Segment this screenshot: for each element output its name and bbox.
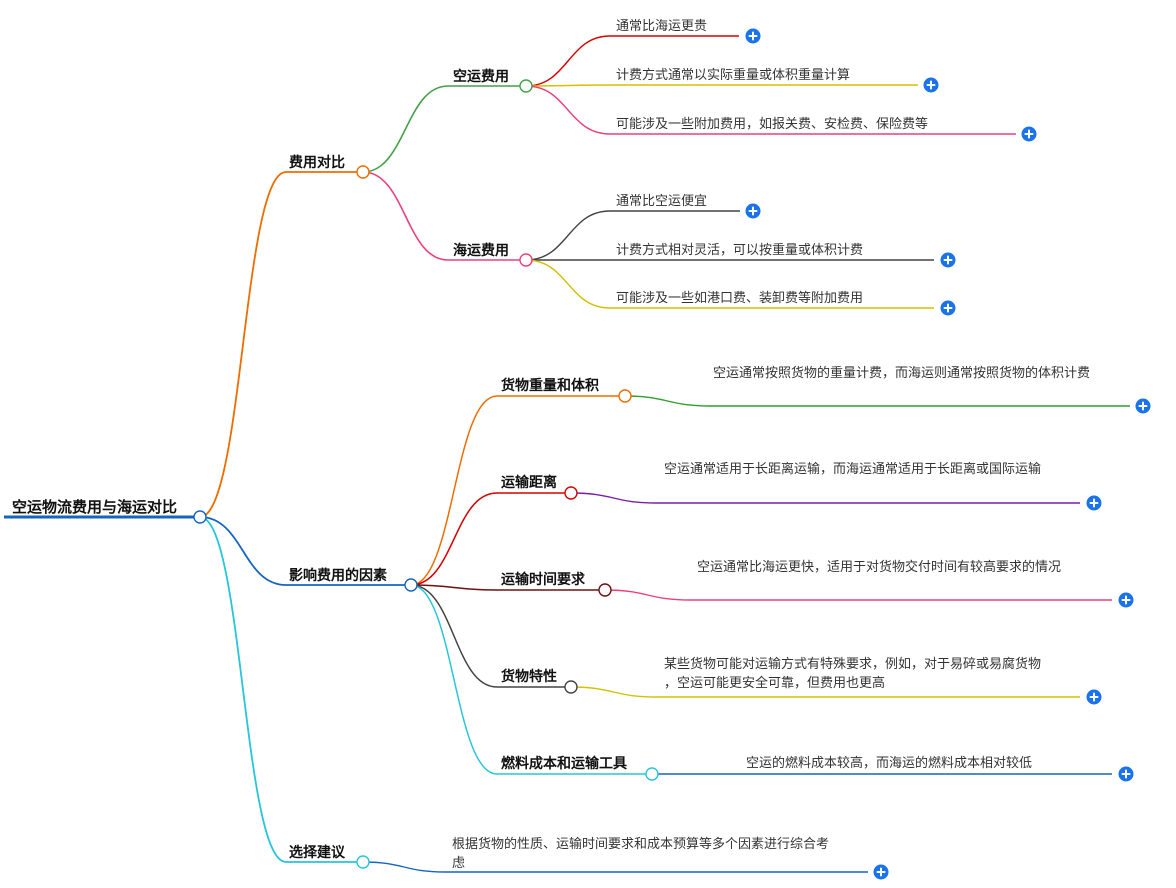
leaf-sea-1: 通常比空运便宜 [616,194,707,209]
node-factor-1: 货物重量和体积 [500,377,599,394]
root-dot[interactable] [193,510,207,524]
node-factor-5: 燃料成本和运输工具 [501,755,627,772]
edge-sea-leaf [525,259,611,309]
edge-factor [410,492,498,586]
collapse-dot[interactable] [598,583,612,597]
node-air-cost: 空运费用 [453,68,509,85]
edge-air-leaf [525,85,611,135]
expand-button[interactable] [1086,689,1102,705]
branch-advice: 选择建议 [289,844,346,861]
edge-factor-leaf [604,589,691,601]
branch-factors: 影响费用的因素 [289,567,387,584]
root-title: 空运物流费用与海运对比 [12,498,177,516]
edge-factor [410,584,498,775]
node-sea-cost: 海运费用 [453,242,509,259]
leaf-air-3: 可能涉及一些附加费用，如报关费、安检费、保险费等 [616,116,928,132]
edge-air-leaf [525,35,611,87]
collapse-dot[interactable] [404,578,418,592]
leaf-air-2: 计费方式通常以实际重量或体积重量计算 [616,67,850,83]
edge-sea-leaf [525,210,611,261]
edge-cost-air [362,85,449,173]
node-factor-3: 运输时间要求 [501,571,586,588]
collapse-dot[interactable] [356,855,370,869]
edge-factor-leaf [570,492,657,504]
expand-button[interactable] [1118,592,1134,608]
expand-button[interactable] [1086,495,1102,511]
leaf-advice-1: 根据货物的性质、运输时间要求和成本预算等多个因素进行综合考虑 [452,836,829,871]
expand-button[interactable] [873,864,889,880]
edge-advice-leaf [362,861,446,873]
leaf-factor-5: 空运的燃料成本较高，而海运的燃料成本相对较低 [746,755,1032,771]
leaf-sea-2: 计费方式相对灵活，可以按重量或体积计费 [616,242,863,258]
leaf-factor-3: 空运通常比海运更快，适用于对货物交付时间有较高要求的情况 [697,559,1061,575]
edge-factor [410,584,498,591]
expand-button[interactable] [1021,126,1037,142]
collapse-dot[interactable] [618,389,632,403]
collapse-dot[interactable] [564,680,578,694]
node-factor-4: 货物特性 [500,668,557,685]
collapse-dot[interactable] [645,767,659,781]
collapse-dot[interactable] [564,486,578,500]
expand-button[interactable] [940,300,956,316]
edge-factor [410,584,498,688]
edge-factor-leaf [624,395,711,407]
leaf-air-1: 通常比海运更贵 [616,19,707,34]
leaf-factor-2: 空运通常适用于长距离运输，而海运通常适用于长距离或国际运输 [664,461,1041,477]
expand-button[interactable] [923,77,939,93]
expand-button[interactable] [1135,398,1151,414]
edge-factor-leaf [570,686,657,698]
node-dots [193,79,659,869]
expand-button[interactable] [745,203,761,219]
expand-buttons [745,28,1151,880]
collapse-dot[interactable] [356,165,370,179]
edge-factor [410,395,498,586]
leaf-factor-1: 空运通常按照货物的重量计费，而海运则通常按照货物的体积计费 [713,365,1090,381]
branch-cost-compare: 费用对比 [289,154,345,171]
collapse-dot[interactable] [519,253,533,267]
expand-button[interactable] [1118,766,1134,782]
leaf-sea-3: 可能涉及一些如港口费、装卸费等附加费用 [616,290,863,306]
expand-button[interactable] [745,28,761,44]
collapse-dot[interactable] [519,79,533,93]
expand-button[interactable] [940,252,956,268]
leaf-factor-4: 某些货物可能对运输方式有特殊要求，例如，对于易碎或易腐货物，空运可能更安全可靠，… [664,656,1041,691]
edge-root-factors [199,516,287,586]
connectors [4,35,1130,873]
edge-cost-sea [362,171,449,261]
edge-root-cost [199,171,287,518]
edge-root-advice [199,516,287,863]
node-factor-2: 运输距离 [501,474,557,491]
edge-air-leaf [525,84,611,87]
